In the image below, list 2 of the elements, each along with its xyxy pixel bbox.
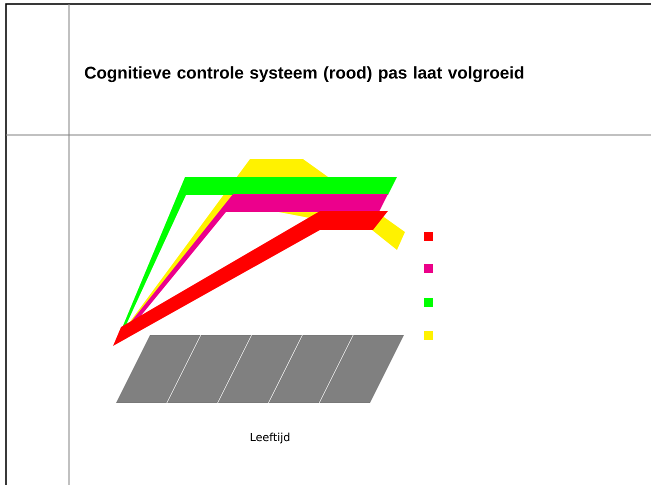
slide-title: Cognitieve controle systeem (rood) pas laat volgroeid	[84, 66, 524, 82]
axis-label: Leeftijd	[250, 432, 290, 444]
